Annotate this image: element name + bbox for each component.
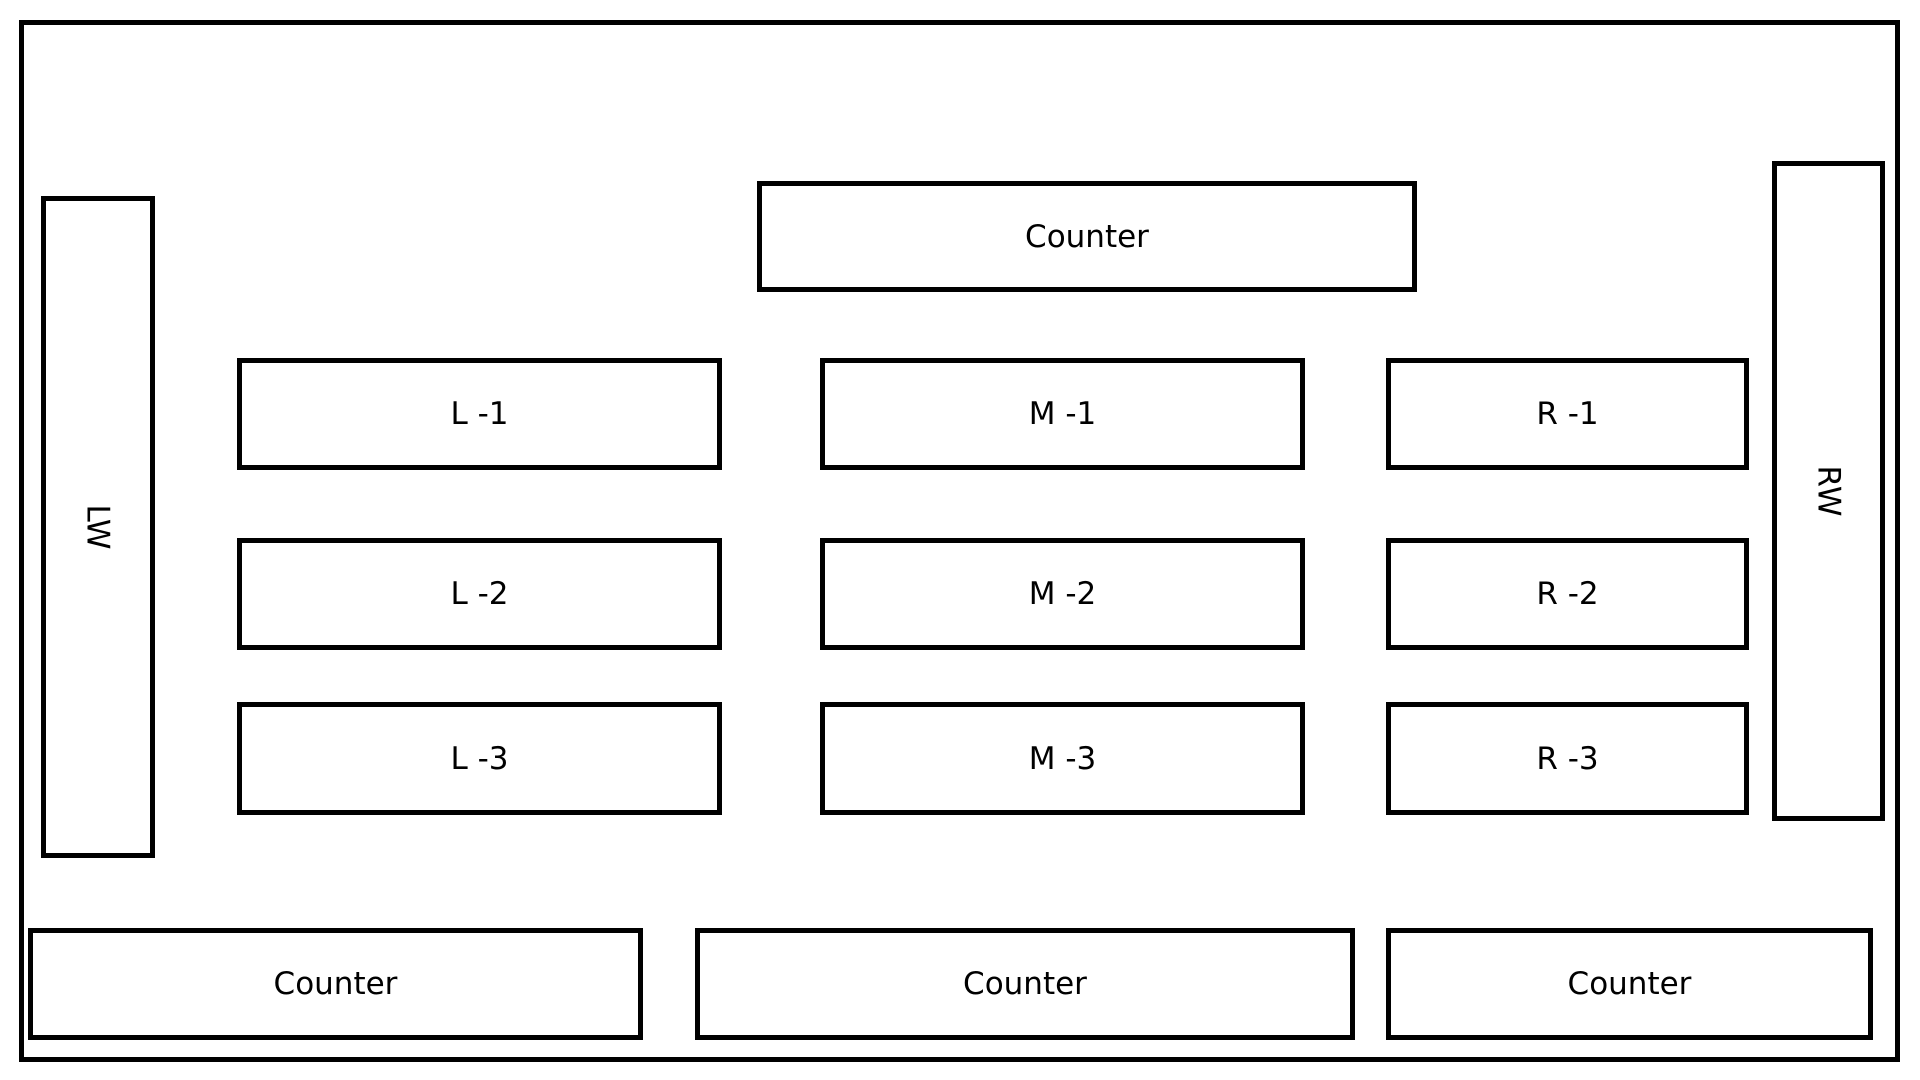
shelf-left-1: L -1 — [237, 358, 722, 470]
shelf-right-2-label: R -2 — [1536, 576, 1599, 612]
shelf-middle-1-label: M -1 — [1028, 396, 1097, 432]
shelf-left-1-label: L -1 — [450, 396, 509, 432]
shelf-right-3: R -3 — [1386, 702, 1749, 815]
bottom-counter-2: Counter — [695, 928, 1355, 1040]
top-counter: Counter — [757, 181, 1417, 292]
bottom-counter-3-label: Counter — [1567, 966, 1692, 1002]
shelf-middle-1: M -1 — [820, 358, 1305, 470]
shelf-middle-2: M -2 — [820, 538, 1305, 650]
shelf-right-1-label: R -1 — [1536, 396, 1599, 432]
shelf-middle-2-label: M -2 — [1028, 576, 1097, 612]
bottom-counter-1: Counter — [28, 928, 643, 1040]
shelf-middle-3-label: M -3 — [1028, 740, 1097, 777]
bottom-counter-1-label: Counter — [273, 966, 398, 1002]
shelf-right-3-label: R -3 — [1536, 740, 1599, 777]
bottom-counter-3: Counter — [1386, 928, 1873, 1040]
right-wall: RW — [1772, 161, 1885, 821]
outer-boundary — [19, 20, 1900, 1062]
shelf-left-2-label: L -2 — [450, 576, 509, 612]
shelf-right-1: R -1 — [1386, 358, 1749, 470]
shelf-right-2: R -2 — [1386, 538, 1749, 650]
right-wall-label: RW — [1810, 465, 1847, 517]
top-counter-label: Counter — [1025, 218, 1149, 255]
shelf-left-3: L -3 — [237, 702, 722, 815]
bottom-counter-2-label: Counter — [963, 966, 1087, 1002]
shelf-left-2: L -2 — [237, 538, 722, 650]
shelf-left-3-label: L -3 — [450, 740, 509, 777]
shelf-middle-3: M -3 — [820, 702, 1305, 815]
left-wall: LW — [41, 196, 155, 858]
left-wall-label: LW — [79, 504, 116, 550]
